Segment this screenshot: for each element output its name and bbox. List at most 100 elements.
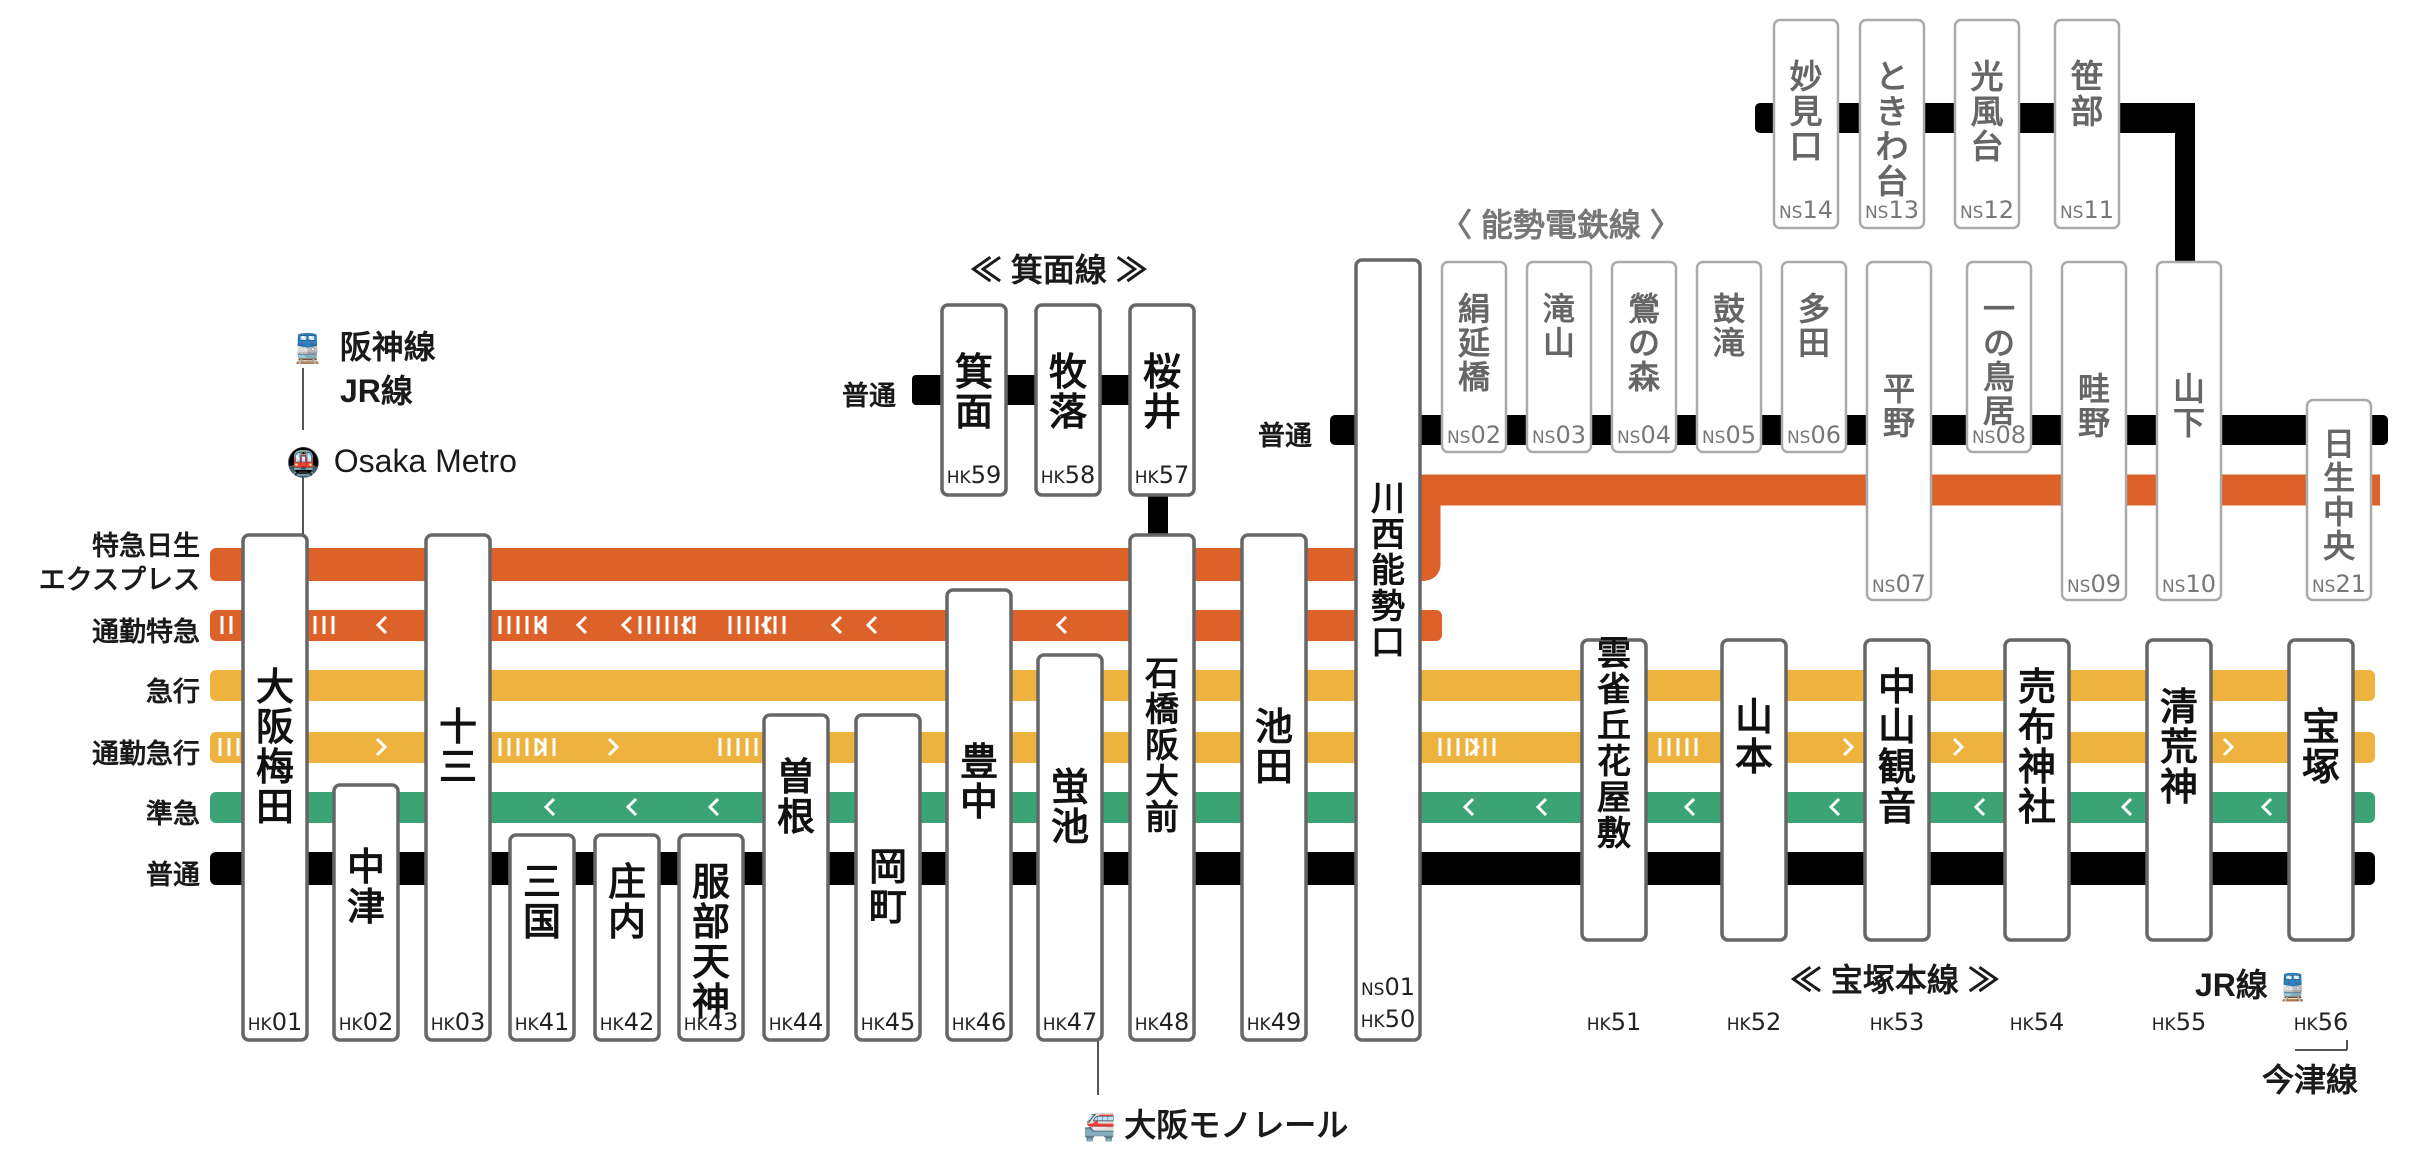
nose-line-title: 〈 能勢電鉄線 〉 [1440, 207, 1682, 243]
chevron-icon [1952, 737, 1965, 757]
direction-chevrons [218, 615, 2273, 817]
station-hk49: 池田 HK49 [1240, 533, 1308, 1042]
label-semi-express: 準急 [146, 799, 200, 829]
label-local: 普通 [146, 860, 200, 890]
chevron-icon [1055, 615, 1068, 635]
label-express: 急行 [146, 677, 200, 707]
station-code: NS21 [2312, 570, 2366, 598]
transfer-monorail: 🚝 大阪モノレール [1083, 1100, 1348, 1146]
station-name: 十三 [439, 705, 477, 789]
station-name: 曽根 [777, 755, 815, 839]
station-name: 鶯の森 [1628, 290, 1661, 396]
chevron-icon [575, 615, 588, 635]
transfer-metro: 🚇 Osaka Metro [286, 443, 517, 480]
station-name: 大阪梅田 [256, 665, 294, 829]
chevron-icon [760, 615, 773, 635]
chevron-icon [2260, 797, 2273, 817]
station-ns04: 鶯の森 NS04 [1610, 260, 1678, 454]
transfer-imazu: 今津線 [2262, 1062, 2359, 1098]
station-code: HK50 [1361, 1005, 1415, 1033]
chevron-icon [2222, 737, 2235, 757]
station-name: 光風台 [1971, 57, 2004, 166]
station-name: 服部天神 [692, 860, 730, 1024]
station-name: 清荒神 [2160, 685, 2198, 809]
chevron-icon [1535, 797, 1548, 817]
station-code: HK02 [339, 1008, 393, 1036]
chevron-icon [1828, 797, 1841, 817]
station-code: HK43 [684, 1008, 738, 1036]
station-name: 妙見口 [1790, 57, 1823, 166]
train-icon: 🚆 [2276, 972, 2310, 1002]
station-name: 絹延橋 [1457, 290, 1491, 396]
station-name: 宝塚 [2302, 705, 2340, 789]
chevron-icon [625, 797, 638, 817]
transfer-jr-takarazuka-label: JR線 [2195, 967, 2268, 1003]
label-limited-line1: 特急日生 [92, 531, 200, 561]
station-name: 豊中 [960, 740, 998, 824]
station-name: 蛍池 [1051, 765, 1089, 849]
label-commuter-limited: 通勤特急 [92, 617, 200, 647]
chevron-icon [607, 737, 620, 757]
station-code: HK59 [947, 461, 1001, 489]
station-name: 笹部 [2071, 57, 2104, 131]
station-name: 雲雀丘花屋敷 [1597, 634, 1631, 854]
minoo-line-title: ≪ 箕面線 ≫ [970, 252, 1148, 288]
station-hk51: 雲雀丘花屋敷 HK51 [1580, 634, 1648, 1036]
nose-upper-connector [2175, 103, 2195, 263]
station-code: HK52 [1727, 1008, 1781, 1036]
station-code: NS01 [1361, 973, 1415, 1001]
station-code: NS07 [1872, 570, 1926, 598]
chevron-icon [1973, 797, 1986, 817]
chevron-icon [375, 737, 388, 757]
takarazuka-line-title: ≪ 宝塚本線 ≫ [1790, 962, 2000, 998]
chevron-icon [1683, 797, 1696, 817]
nose-local-label: 普通 [1258, 421, 1312, 451]
station-boxes: 大阪梅田HK01中津HK02十三HK03三国HK41庄内HK42服部天神HK43… [241, 18, 2373, 1042]
station-name: 鼓滝 [1713, 290, 1746, 362]
chevron-icon [2120, 797, 2133, 817]
monorail-icon: 🚝 [1083, 1112, 1116, 1142]
transfer-monorail-label: 大阪モノレール [1124, 1107, 1349, 1143]
transfer-hanshin-label: 阪神線 [339, 329, 436, 365]
station-name: 山本 [1735, 695, 1773, 779]
station-name: 平野 [1883, 370, 1915, 442]
station-name: 牧落 [1049, 350, 1088, 434]
station-code: HK51 [1587, 1008, 1641, 1036]
chevron-icon [1842, 737, 1855, 757]
station-code: NS03 [1532, 421, 1586, 449]
station-name: ときわ台 [1876, 57, 1909, 201]
station-name: 桜井 [1143, 350, 1181, 434]
station-code: HK41 [515, 1008, 569, 1036]
station-name: 畦野 [2078, 370, 2110, 442]
station-code: NS04 [1617, 421, 1671, 449]
station-name: 池田 [1255, 705, 1293, 789]
chevron-icon [865, 615, 878, 635]
chevron-icon [1462, 797, 1475, 817]
station-code: HK49 [1247, 1008, 1301, 1036]
station-code: HK45 [861, 1008, 915, 1036]
station-hk58: 牧落 HK58 [1034, 303, 1102, 497]
station-code: HK03 [431, 1008, 485, 1036]
chevron-icon [375, 615, 388, 635]
station-code: HK01 [248, 1008, 302, 1036]
transfer-jr-umeda: JR線 [340, 373, 413, 409]
station-hk01: 大阪梅田 HK01 [241, 533, 309, 1042]
minoo-local-label: 普通 [842, 381, 896, 411]
station-code: HK58 [1041, 461, 1095, 489]
chevron-icon [620, 615, 633, 635]
